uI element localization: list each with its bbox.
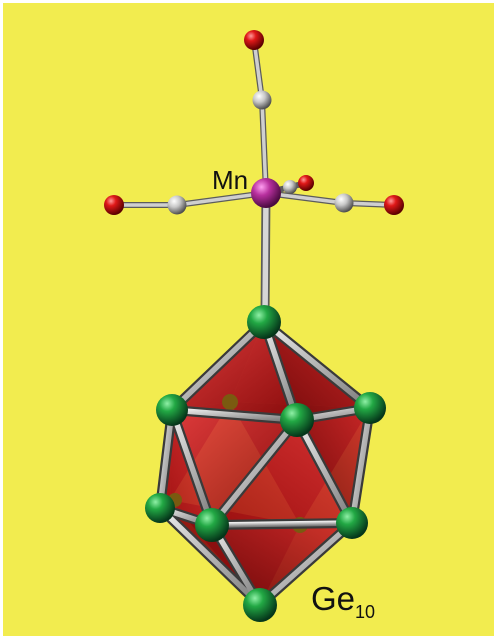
- germanium-atom-6: [336, 507, 368, 539]
- oxygen-atom-left: [104, 195, 124, 215]
- carbon-atom-top: [252, 90, 272, 110]
- germanium-atom-3: [354, 392, 386, 424]
- ge10-label: Ge10: [311, 580, 375, 622]
- oxygen-atom-back: [298, 175, 314, 191]
- manganese-atom: [251, 178, 281, 208]
- germanium-atom-apex: [247, 305, 281, 339]
- germanium-atom-2: [280, 403, 314, 437]
- germanium-atom-1: [156, 394, 188, 426]
- oxygen-atom-top: [244, 30, 264, 50]
- oxygen-atom-right: [384, 195, 404, 215]
- carbon-atom-left: [167, 195, 187, 215]
- ge-atom-count: 10: [355, 602, 375, 622]
- carbon-atom-back: [283, 180, 297, 194]
- manganese-label: Mn: [212, 165, 248, 195]
- germanium-atom-5: [195, 508, 229, 542]
- carbon-atom-right: [334, 193, 354, 213]
- germanium-atom-bottom: [243, 588, 277, 622]
- ge-element-symbol: Ge: [311, 580, 355, 617]
- germanium-atom-back-1: [222, 394, 238, 410]
- germanium-atoms: [145, 305, 386, 622]
- germanium-atom-4: [145, 493, 175, 523]
- carbonyl-atoms: [104, 30, 404, 215]
